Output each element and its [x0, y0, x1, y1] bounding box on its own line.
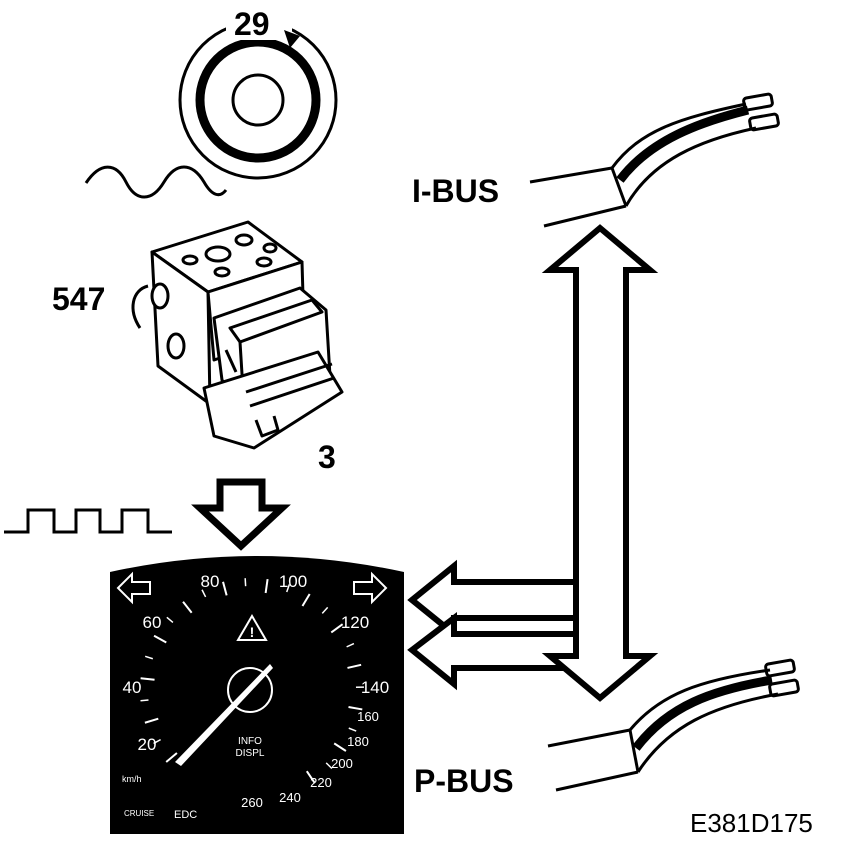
- gauge-tick: [325, 762, 333, 770]
- gauge-tick: [321, 606, 329, 614]
- warning-triangle-icon: [236, 614, 268, 641]
- gauge-tick: [346, 642, 355, 648]
- speed-label-20: 20: [138, 735, 157, 754]
- gauge-tick: [165, 752, 178, 763]
- arrow-to-cluster-lower-icon: [407, 611, 585, 691]
- abs-control-module: [150, 220, 344, 450]
- speed-label-60: 60: [143, 613, 162, 632]
- gauge-tick: [301, 593, 311, 607]
- figure-code: E381D175: [690, 808, 813, 838]
- speedometer-ticks: [140, 578, 364, 784]
- speed-label-160: 160: [357, 709, 379, 724]
- speed-label-120: 120: [341, 613, 369, 632]
- speed-label-220: 220: [310, 775, 332, 790]
- speed-label-240: 240: [279, 790, 301, 805]
- speed-label-180: 180: [347, 734, 369, 749]
- vertical-double-arrow-icon: [541, 224, 659, 702]
- speed-label-80: 80: [201, 572, 220, 591]
- gauge-tick: [347, 663, 362, 669]
- wheel-speed-sensor: [178, 10, 338, 180]
- needle-hub: [227, 667, 273, 713]
- rotation-arrow-icon: [284, 30, 300, 48]
- gauge-tick: [153, 738, 161, 745]
- gauge-tick: [286, 584, 291, 593]
- i-bus-cable: [529, 92, 780, 228]
- gauge-tick: [333, 742, 347, 752]
- p-bus-cable: [547, 658, 800, 792]
- i-bus-label: I-BUS: [412, 173, 499, 209]
- gauge-tick: [144, 655, 154, 660]
- speed-unit: km/h: [122, 774, 142, 784]
- connector-number: 3: [318, 439, 336, 475]
- speed-label-140: 140: [361, 678, 389, 697]
- speed-label-100: 100: [279, 572, 307, 591]
- arrow-to-cluster-upper-icon: [407, 559, 585, 641]
- speedometer-needle: [175, 664, 273, 766]
- gauge-tick: [330, 623, 344, 634]
- edc-logo: EDC: [174, 809, 197, 821]
- speed-label-40: 40: [123, 678, 142, 697]
- sine-signal: [84, 165, 228, 199]
- gauge-tick: [144, 717, 159, 724]
- gauge-tick: [305, 770, 316, 784]
- bus-arrows: [407, 224, 659, 702]
- cruise-indicator: CRUISE: [124, 809, 154, 818]
- gauge-tick: [182, 601, 193, 614]
- module-pointer-line: [131, 284, 149, 329]
- p-bus-label: P-BUS: [414, 763, 514, 799]
- info-display-line2: DISPL: [236, 748, 265, 759]
- gauge-tick: [140, 699, 149, 702]
- right-turn-indicator-icon: [353, 571, 388, 605]
- gauge-tick: [264, 578, 269, 594]
- control-module-number: 547: [52, 281, 105, 317]
- gauge-tick: [153, 634, 167, 644]
- gauge-tick: [201, 589, 207, 598]
- speed-label-200: 200: [331, 756, 353, 771]
- gauge-tick: [166, 616, 174, 624]
- wheel-sensor-number: 29: [234, 6, 270, 42]
- info-display-line1: INFO: [238, 736, 262, 747]
- square-wave-signal: [4, 508, 172, 534]
- gauge-tick: [222, 581, 228, 596]
- instrument-cluster: ! 20 40 60 80 100 120 140 160 180 200 22…: [110, 556, 404, 834]
- left-turn-indicator-icon: [116, 571, 151, 605]
- speed-label-260: 260: [241, 795, 263, 810]
- gauge-tick: [140, 677, 155, 681]
- down-arrow-icon: [191, 478, 291, 551]
- gauge-tick: [348, 727, 357, 732]
- svg-text:!: !: [250, 624, 255, 640]
- gauge-tick: [348, 706, 363, 711]
